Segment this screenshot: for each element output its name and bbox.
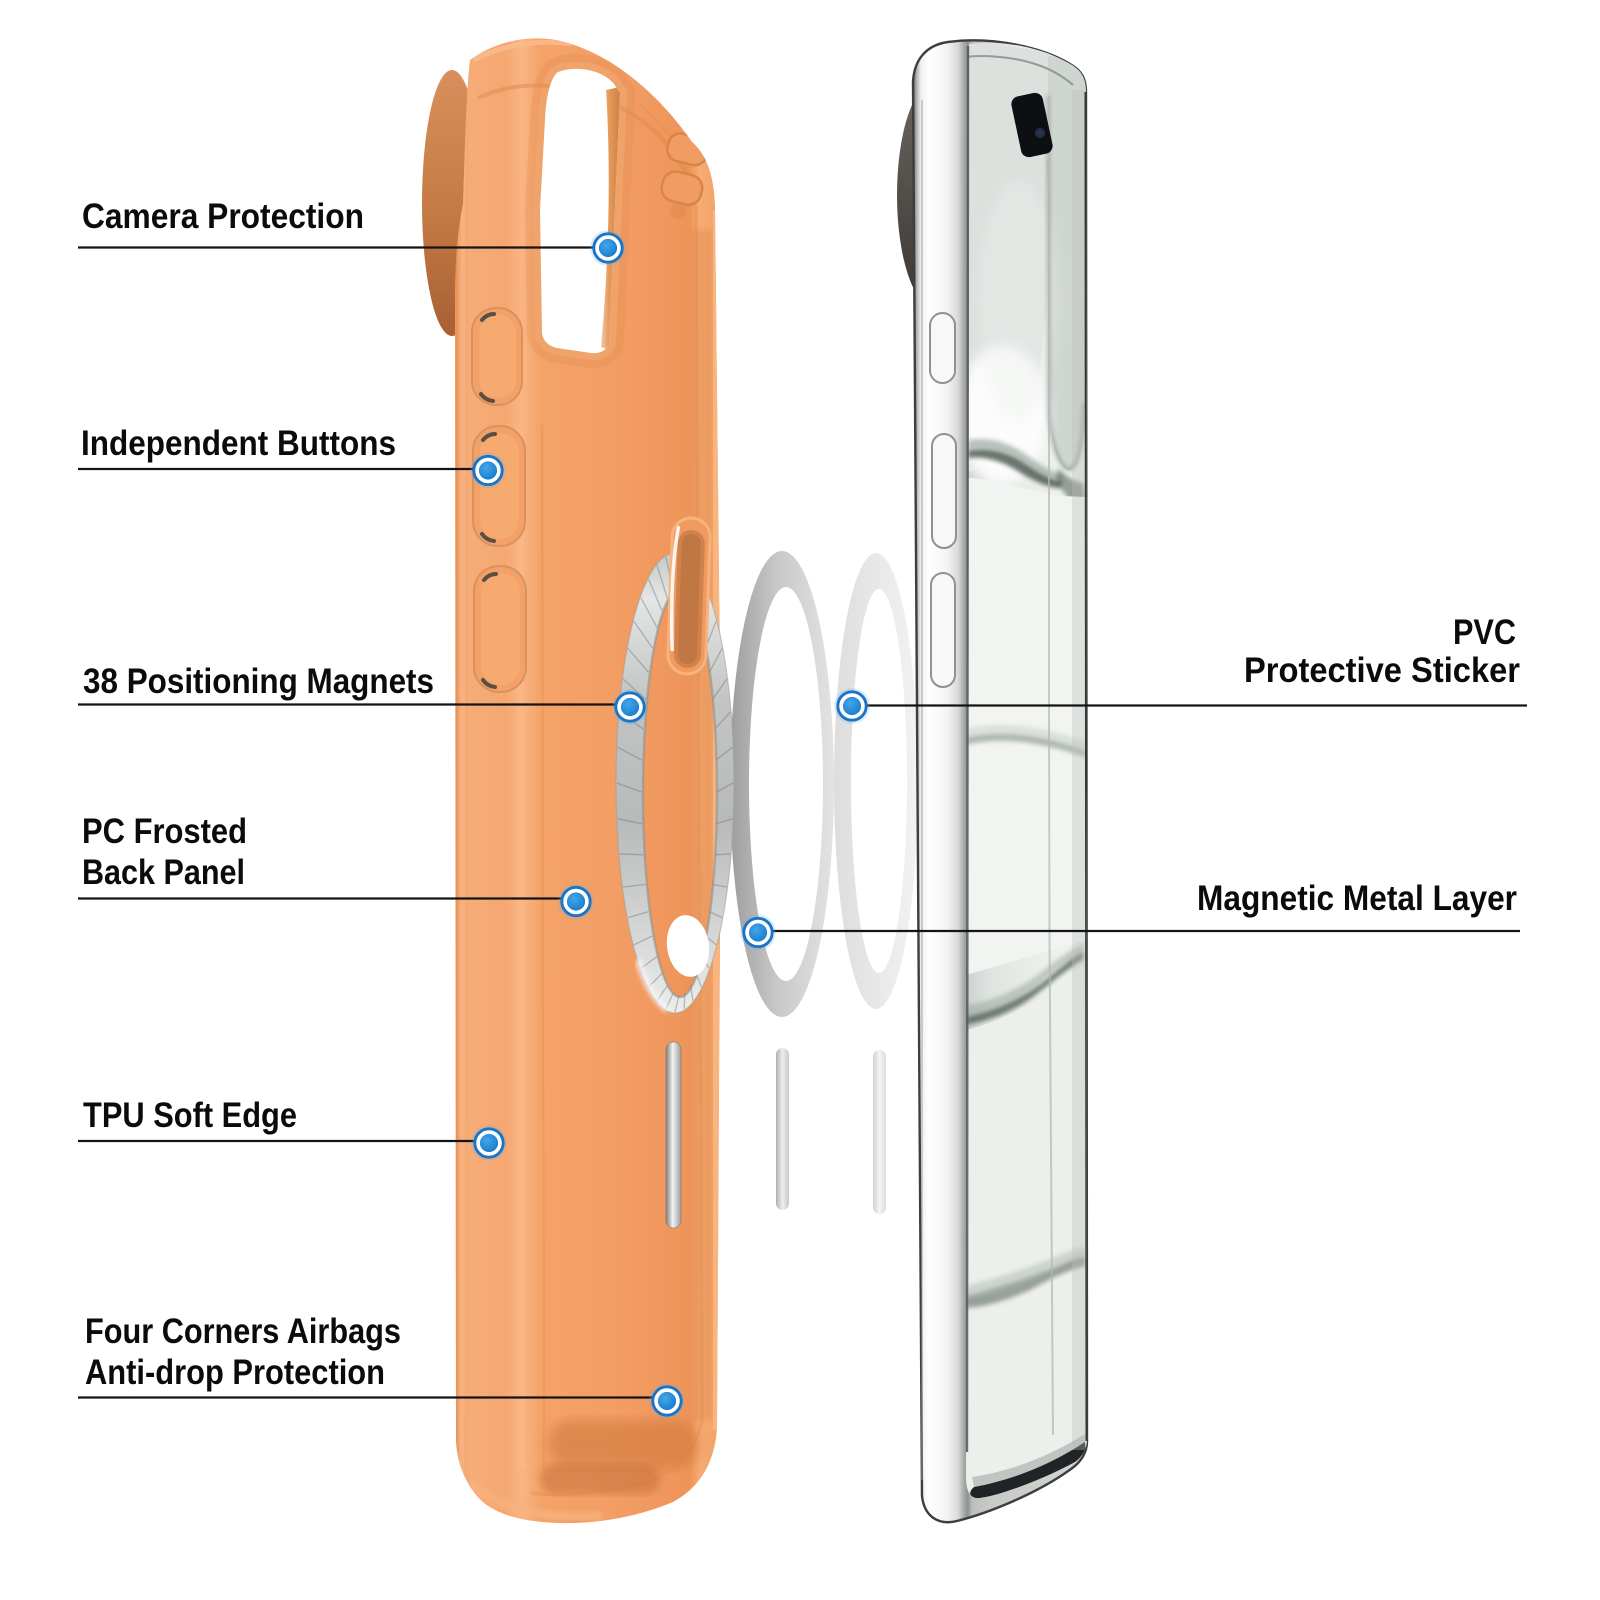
svg-text:PVC: PVC [1453,613,1516,652]
svg-text:Four Corners Airbags: Four Corners Airbags [85,1312,401,1351]
svg-text:TPU Soft Edge: TPU Soft Edge [83,1096,297,1135]
svg-text:Independent Buttons: Independent Buttons [81,424,396,463]
svg-text:38 Positioning Magnets: 38 Positioning Magnets [83,662,434,701]
svg-text:Camera Protection: Camera Protection [82,197,364,236]
svg-text:PC Frosted: PC Frosted [82,812,247,851]
svg-text:Anti-drop Protection: Anti-drop Protection [85,1353,385,1392]
svg-text:Back Panel: Back Panel [82,853,245,892]
svg-text:Protective Sticker: Protective Sticker [1244,651,1520,690]
svg-text:Magnetic Metal Layer: Magnetic Metal Layer [1197,879,1517,918]
